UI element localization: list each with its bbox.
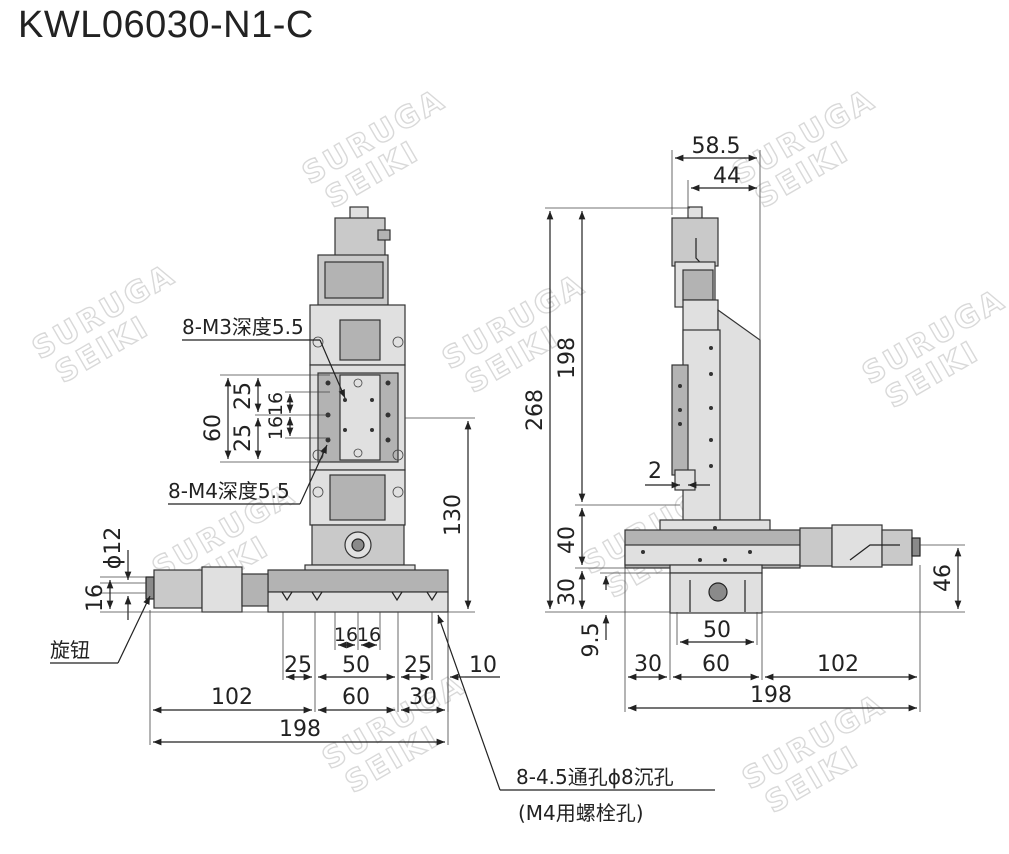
dim-9-5: 9.5: [579, 623, 604, 658]
dim-30-side-left: 30: [555, 578, 580, 606]
dim-16-left: 16: [334, 624, 358, 646]
front-view-dimensions: 60 25 25 16 16 8-M3深度5.5 8-M4深度5.5 130 ϕ…: [50, 315, 715, 825]
dim-25-a: 25: [284, 653, 312, 678]
dim-16-upper: 16: [265, 392, 287, 416]
hole-note-line1: 8-4.5通孔ϕ8沉孔: [516, 765, 674, 789]
dim-10: 10: [469, 653, 497, 678]
dim-60-front: 60: [201, 414, 226, 442]
dim-16-right: 16: [357, 624, 381, 646]
dim-25-lower: 25: [231, 424, 256, 452]
dim-130: 130: [441, 494, 466, 536]
dim-16-lower: 16: [265, 416, 287, 440]
knob-label: 旋钮: [50, 638, 90, 662]
dim-46: 46: [931, 564, 956, 592]
dim-60-front-bottom: 60: [342, 685, 370, 710]
dim-30-front: 30: [409, 685, 437, 710]
dim-knob-diameter: ϕ12: [101, 527, 126, 570]
callout-m3-holes: 8-M3深度5.5: [182, 315, 304, 339]
dim-25-upper: 25: [231, 382, 256, 410]
hole-note-line2: (M4用螺栓孔): [518, 801, 644, 825]
dim-50-front: 50: [342, 653, 370, 678]
dim-198-front: 198: [279, 717, 321, 742]
dim-102-side: 102: [817, 652, 859, 677]
dim-44: 44: [713, 164, 741, 189]
dim-198-side: 198: [555, 337, 580, 379]
dim-2: 2: [648, 459, 662, 484]
dim-60-side: 60: [702, 652, 730, 677]
dim-50-side: 50: [703, 618, 731, 643]
dim-25-b: 25: [404, 653, 432, 678]
dim-knob-height: 16: [83, 584, 108, 612]
dim-58-5: 58.5: [692, 134, 741, 159]
side-view: [624, 206, 921, 614]
dim-268: 268: [523, 389, 548, 431]
dim-198-side-bottom: 198: [750, 683, 792, 708]
drawing-title: KWL06030-N1-C: [18, 4, 314, 46]
callout-m4-holes: 8-M4深度5.5: [168, 479, 290, 503]
dim-30-side-bottom: 30: [634, 652, 662, 677]
watermark-group: SURUGA SEIKI SURUGA SEIKI SURUGA SEIKI S…: [26, 81, 1009, 821]
front-view: [145, 206, 449, 613]
side-view-dimensions: 58.5 44 268 198 40 30 9.5 2 46: [523, 134, 965, 712]
dim-102-front: 102: [211, 685, 253, 710]
dim-40: 40: [555, 526, 580, 554]
